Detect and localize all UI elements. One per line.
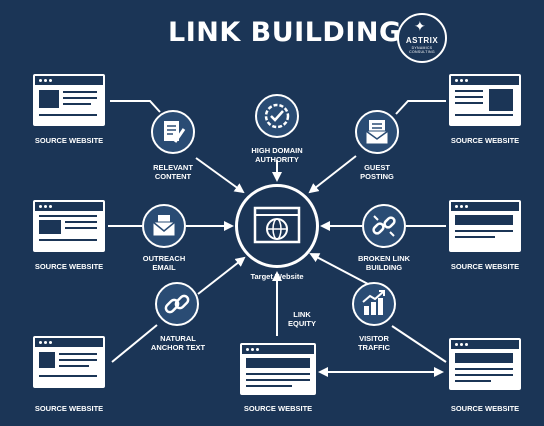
source-website-label: SOURCE WEBSITE	[450, 404, 520, 413]
line-rt-to-guest	[395, 100, 446, 115]
source-website-label: SOURCE WEBSITE	[34, 262, 104, 271]
check-badge-icon	[264, 103, 290, 129]
mail-document-icon	[365, 120, 389, 145]
broken-link-building-node	[362, 204, 406, 248]
page-title: LINK BUILDING	[168, 17, 402, 48]
line-lt-to-relevant	[110, 100, 161, 113]
source-website-left-top	[33, 74, 105, 126]
relevant-content-node	[151, 110, 195, 154]
growth-chart-icon	[362, 290, 385, 315]
astrix-logo: ✦ ASTRIX DYNAMICS CONSULTING	[397, 13, 447, 63]
source-website-left-bottom	[33, 336, 105, 388]
arrow-relevant-to-target	[195, 157, 245, 194]
source-website-left-mid	[33, 200, 105, 252]
chain-link-icon	[164, 294, 190, 314]
guest-posting-node	[355, 110, 399, 154]
source-website-label: SOURCE WEBSITE	[450, 136, 520, 145]
high-domain-authority-node	[255, 94, 299, 138]
star-icon: ✦	[414, 18, 426, 34]
globe-browser-icon	[253, 206, 301, 244]
source-website-label: SOURCE WEBSITE	[243, 404, 313, 413]
source-website-label: SOURCE WEBSITE	[34, 404, 104, 413]
document-pen-icon	[164, 121, 186, 143]
logo-brand: ASTRIX	[405, 36, 439, 45]
source-website-label: SOURCE WEBSITE	[450, 262, 520, 271]
natural-anchor-text-node	[155, 282, 199, 326]
outreach-email-node	[142, 204, 186, 248]
arrow-guest-to-target	[308, 155, 357, 194]
logo-subtitle: DYNAMICS CONSULTING	[409, 46, 435, 54]
line-traffic-to-rb	[391, 325, 447, 363]
envelope-icon	[152, 215, 176, 237]
target-website-label: Target Website	[250, 272, 304, 281]
source-website-right-bottom	[449, 338, 521, 390]
source-website-right-top	[449, 74, 521, 126]
target-website-node	[235, 184, 319, 268]
source-website-right-mid	[449, 200, 521, 252]
line-lb-to-natural	[111, 324, 158, 363]
broken-chain-icon	[372, 215, 396, 237]
source-website-label: SOURCE WEBSITE	[34, 136, 104, 145]
arrow-natural-to-target	[197, 256, 246, 295]
arrow-traffic-to-target	[309, 253, 369, 285]
visitor-traffic-node	[352, 282, 396, 326]
source-website-center-bottom	[240, 343, 316, 395]
